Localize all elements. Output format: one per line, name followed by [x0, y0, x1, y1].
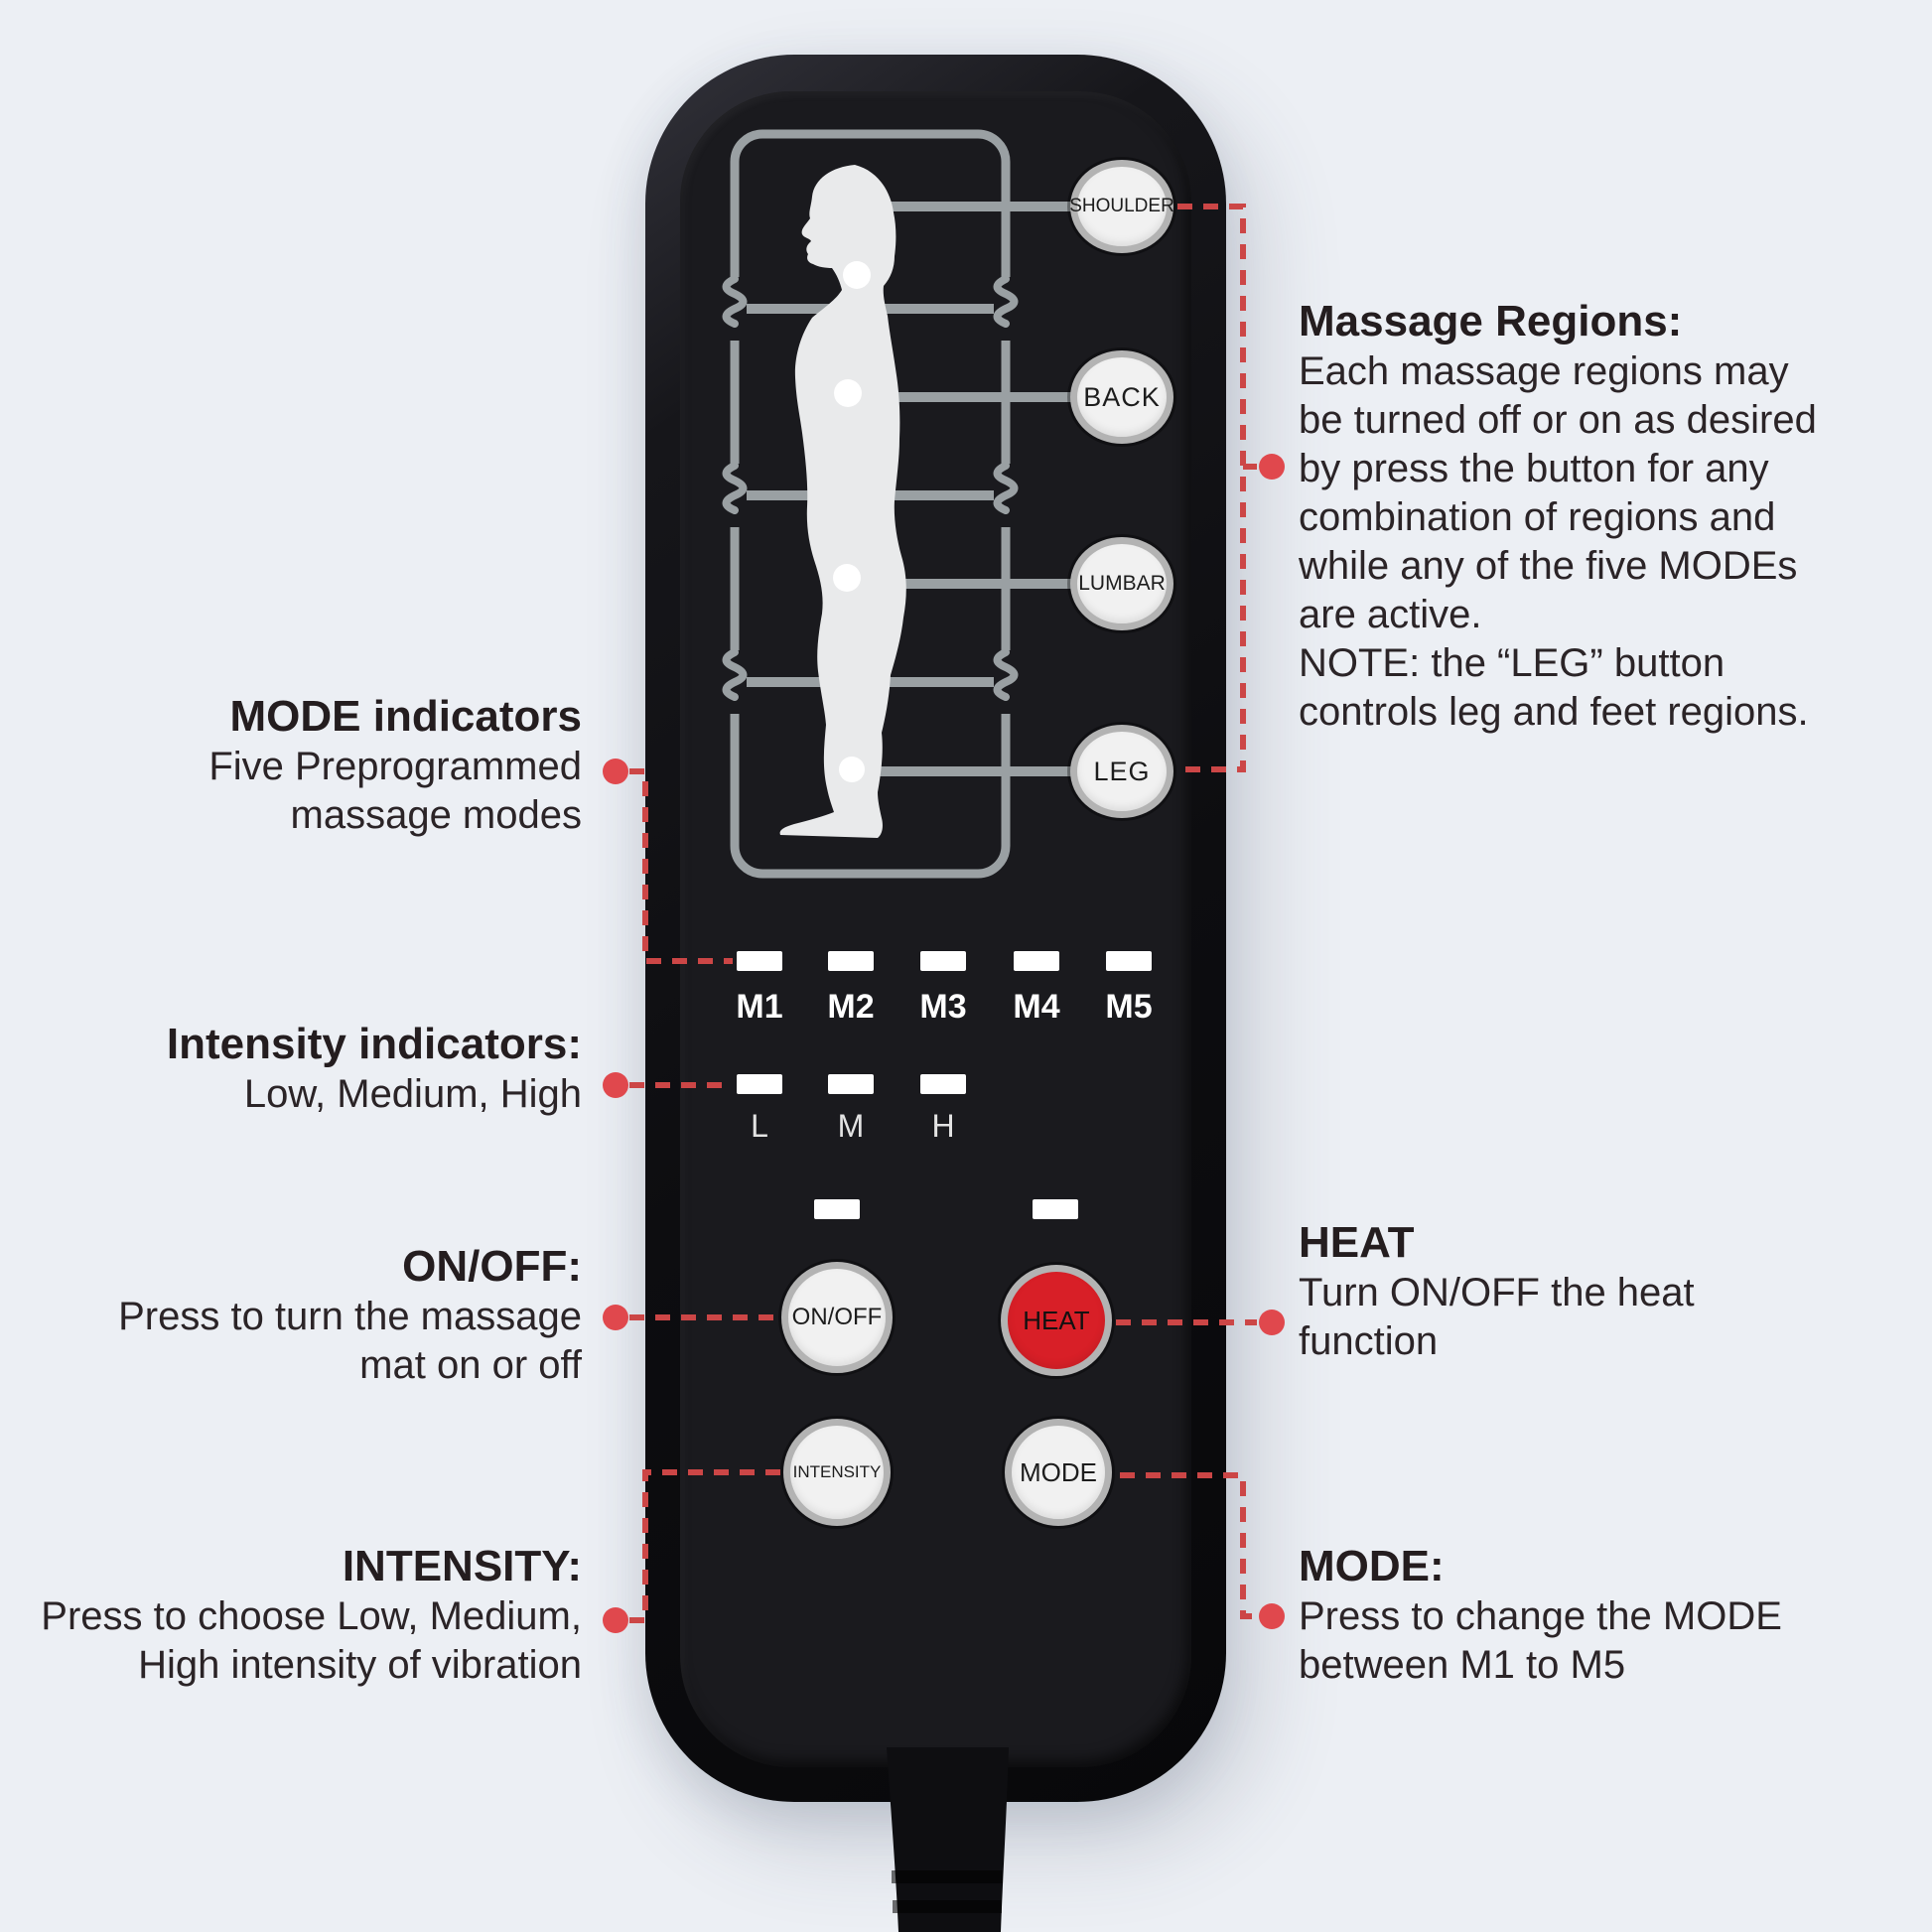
heat-status-bar [1033, 1199, 1078, 1219]
heat-button-label: HEAT [1023, 1305, 1090, 1335]
annotation-line: Low, Medium, High [243, 1072, 582, 1116]
shoulder-button[interactable]: SHOULDER [1069, 160, 1174, 253]
mode-label-m5: M5 [1105, 988, 1153, 1026]
annotation-line: massage modes [290, 793, 582, 837]
leader-dot [603, 1607, 628, 1633]
mode-label-m1: M1 [736, 988, 783, 1026]
annotation-line: Press to choose Low, Medium, [41, 1594, 582, 1638]
mode-label-m2: M2 [827, 988, 875, 1026]
annotation-line: High intensity of vibration [138, 1643, 582, 1687]
annotation-line: by press the button for any [1299, 447, 1769, 490]
leader-dot [1259, 1603, 1285, 1629]
back-button-label: BACK [1083, 381, 1161, 412]
leader-dot [603, 1305, 628, 1330]
annotation-mode-indicators: MODE indicators Five Preprogrammed massa… [208, 691, 582, 840]
intensity-label-high: H [931, 1108, 955, 1144]
mode-indicator-m1 [737, 951, 782, 971]
annotation-intensity-indicators: Intensity indicators: Low, Medium, High [167, 1019, 582, 1119]
annotation-line: Each massage regions may [1299, 349, 1789, 393]
annotation-heat: HEAT Turn ON/OFF the heat function [1299, 1217, 1695, 1366]
annotation-line: NOTE: the “LEG” button [1299, 641, 1725, 685]
mode-button-label: MODE [1020, 1456, 1097, 1487]
leader-dot [1259, 454, 1285, 480]
on-off-status-bar [814, 1199, 860, 1219]
mode-button[interactable]: MODE [1005, 1419, 1112, 1526]
back-button[interactable]: BACK [1070, 350, 1173, 444]
intensity-label-medium: M [837, 1108, 865, 1144]
intensity-button-label: INTENSITY [792, 1462, 882, 1481]
mode-indicator-m4 [1014, 951, 1059, 971]
mode-label-m3: M3 [919, 988, 967, 1026]
annotation-title: HEAT [1299, 1218, 1415, 1267]
leg-button[interactable]: LEG [1070, 725, 1173, 818]
mode-label-m4: M4 [1013, 988, 1060, 1026]
annotation-intensity: INTENSITY: Press to choose Low, Medium, … [41, 1541, 582, 1690]
annotation-line: Turn ON/OFF the heat [1299, 1271, 1695, 1314]
annotation-line: combination of regions and [1299, 495, 1776, 539]
annotation-line: function [1299, 1319, 1439, 1363]
intensity-indicator-low [737, 1074, 782, 1094]
annotation-title: Intensity indicators: [166, 1020, 582, 1068]
annotation-line: between M1 to M5 [1299, 1643, 1626, 1687]
shoulder-button-label: SHOULDER [1069, 196, 1174, 216]
leader-dot [603, 759, 628, 784]
annotation-title: ON/OFF: [402, 1242, 582, 1291]
annotation-mode: MODE: Press to change the MODE between M… [1299, 1541, 1782, 1690]
leader-dot [1259, 1310, 1285, 1335]
mode-indicator-m2 [828, 951, 874, 971]
annotation-line: controls leg and feet regions. [1299, 690, 1809, 734]
heat-button[interactable]: HEAT [1001, 1265, 1112, 1376]
annotation-line: Press to turn the massage [118, 1295, 582, 1338]
annotation-line: are active. [1299, 593, 1482, 636]
leg-button-label: LEG [1093, 756, 1151, 786]
annotation-title: MODE: [1299, 1542, 1445, 1590]
annotation-title: Massage Regions: [1299, 297, 1683, 345]
lumbar-button-label: LUMBAR [1078, 572, 1166, 595]
annotation-title: INTENSITY: [342, 1542, 582, 1590]
leader-dot [603, 1072, 628, 1098]
intensity-button[interactable]: INTENSITY [783, 1419, 891, 1526]
on-off-button-label: ON/OFF [791, 1304, 883, 1330]
mode-indicator-m5 [1106, 951, 1152, 971]
remote-control-face [680, 91, 1191, 1767]
intensity-indicator-medium [828, 1074, 874, 1094]
annotation-line: while any of the five MODEs [1299, 544, 1798, 588]
annotation-line: Five Preprogrammed [208, 745, 582, 788]
lumbar-button[interactable]: LUMBAR [1070, 537, 1173, 630]
annotation-line: Press to change the MODE [1299, 1594, 1782, 1638]
mode-indicator-m3 [920, 951, 966, 971]
annotation-massage-regions: Massage Regions: Each massage regions ma… [1299, 296, 1817, 737]
annotation-on-off: ON/OFF: Press to turn the massage mat on… [118, 1241, 582, 1390]
on-off-button[interactable]: ON/OFF [781, 1262, 893, 1373]
annotation-line: be turned off or on as desired [1299, 398, 1817, 442]
intensity-indicator-high [920, 1074, 966, 1094]
annotation-line: mat on or off [359, 1343, 582, 1387]
annotation-title: MODE indicators [229, 692, 583, 741]
intensity-label-low: L [751, 1108, 768, 1144]
